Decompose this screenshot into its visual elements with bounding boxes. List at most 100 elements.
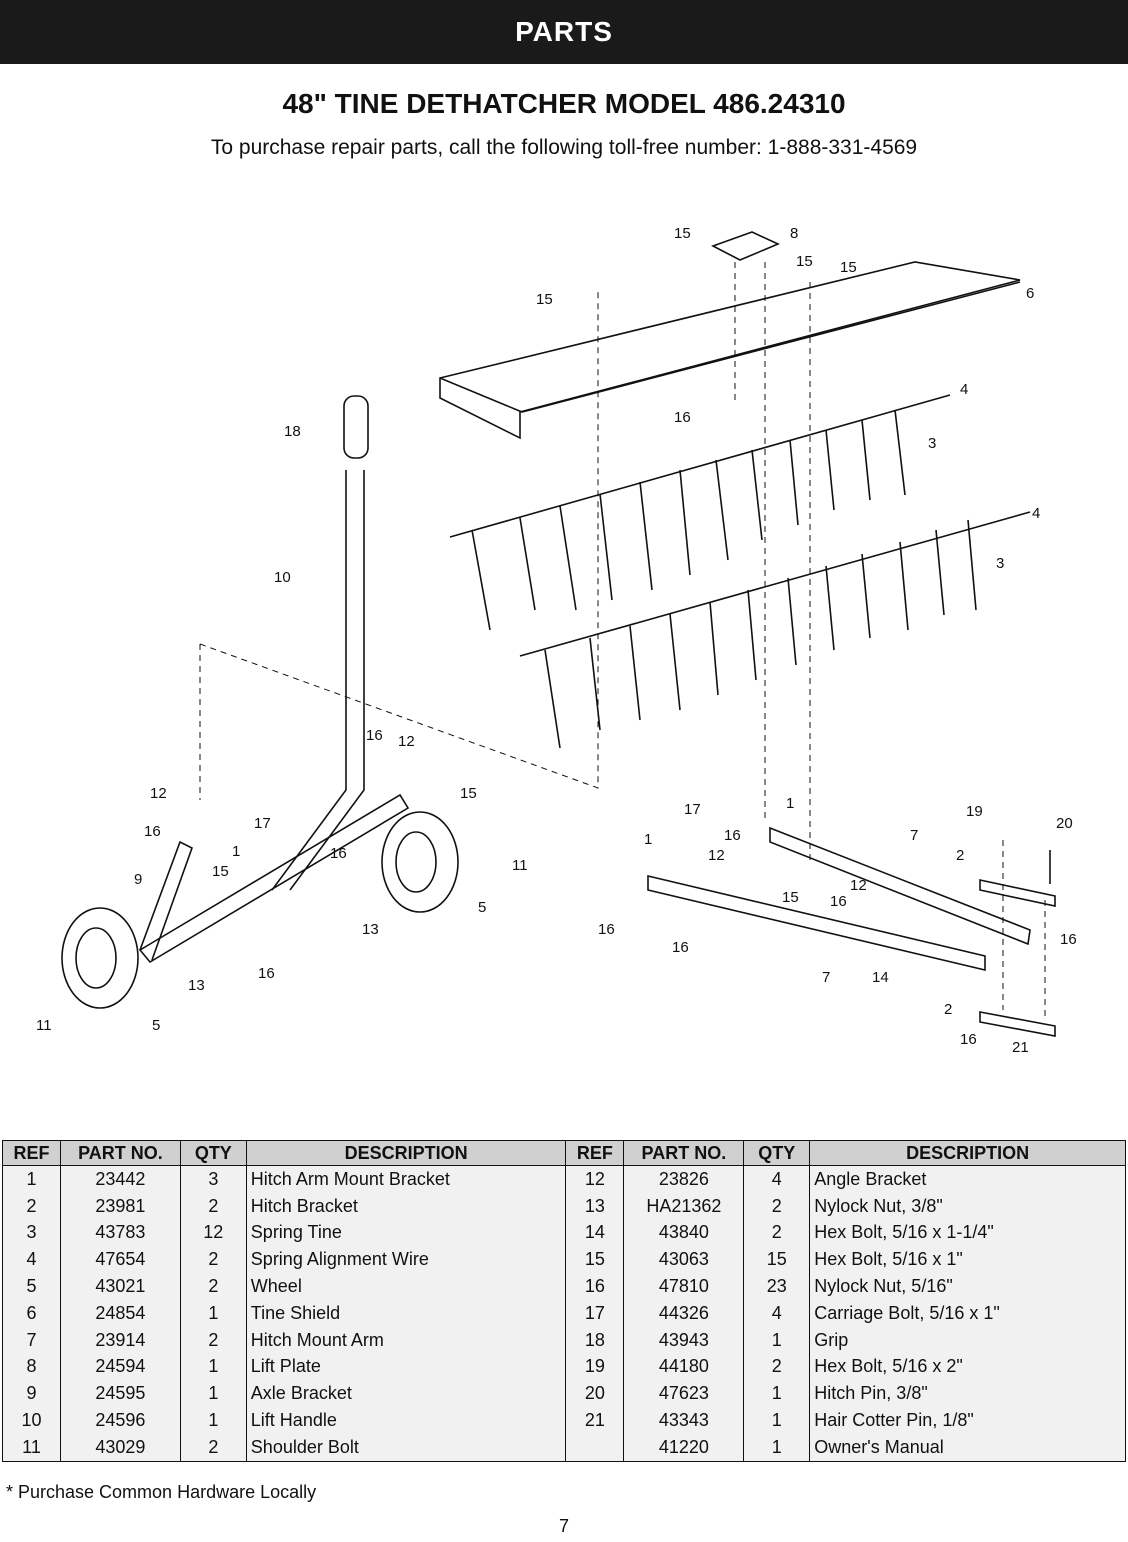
table-cell: 23 xyxy=(743,1273,811,1300)
table-cell: 2 xyxy=(2,1192,61,1220)
col-header-ref: REF xyxy=(565,1140,625,1166)
table-cell: 23914 xyxy=(59,1326,181,1354)
table-cell xyxy=(565,1433,625,1462)
table-cell: 2 xyxy=(743,1353,811,1381)
table-cell: 2 xyxy=(179,1326,247,1354)
callout: 15 xyxy=(460,785,477,802)
col-header-part-no: PART NO. xyxy=(59,1140,181,1166)
table-cell: 4 xyxy=(743,1299,811,1327)
table-cell: 2 xyxy=(179,1433,247,1462)
parts-list-table-container: REF PART NO. QTY DESCRIPTION REF PART NO… xyxy=(2,1140,1126,1462)
callout: 12 xyxy=(150,785,167,802)
table-cell: 1 xyxy=(179,1353,247,1381)
col-header-description: DESCRIPTION xyxy=(809,1140,1126,1166)
callout: 15 xyxy=(536,291,553,308)
parts-banner: PARTS xyxy=(0,0,1128,64)
table-cell: 2 xyxy=(179,1273,247,1300)
table-cell: 18 xyxy=(565,1326,625,1354)
table-cell: 15 xyxy=(565,1246,625,1274)
callout: 4 xyxy=(960,381,968,398)
table-cell: 21 xyxy=(565,1407,625,1434)
callout: 15 xyxy=(212,863,229,880)
callout: 16 xyxy=(1060,931,1077,948)
table-cell: 24854 xyxy=(59,1299,181,1327)
hitch-bracket-lower xyxy=(979,1011,1056,1037)
col-header-description: DESCRIPTION xyxy=(245,1140,567,1166)
table-cell: 19 xyxy=(565,1353,625,1381)
exploded-parts-diagram: 15 8 15 15 15 6 4 3 4 3 16 18 10 16 12 1… xyxy=(36,225,1077,1056)
hitch-mount-arm-lower xyxy=(647,874,986,972)
table-cell: 24595 xyxy=(59,1380,181,1408)
table-cell: Wheel xyxy=(245,1273,567,1300)
callout: 15 xyxy=(796,253,813,270)
callout: 1 xyxy=(644,831,652,848)
callout: 16 xyxy=(960,1031,977,1048)
table-cell: 44180 xyxy=(623,1353,745,1381)
table-cell: 23981 xyxy=(59,1192,181,1220)
table-cell: Angle Bracket xyxy=(809,1165,1126,1193)
table-cell: HA21362 xyxy=(623,1192,745,1220)
table-cell: 24594 xyxy=(59,1353,181,1381)
lift-handle xyxy=(271,470,365,891)
table-cell: 24596 xyxy=(59,1407,181,1434)
table-cell: Spring Tine xyxy=(245,1219,567,1247)
hitch-mount-arm-upper xyxy=(769,826,1031,946)
callout: 8 xyxy=(790,225,798,242)
col-header-qty: QTY xyxy=(743,1140,811,1166)
alignment-wire-upper xyxy=(449,394,951,538)
table-cell: 16 xyxy=(565,1273,625,1300)
table-cell: 4 xyxy=(743,1165,811,1193)
table-cell: 2 xyxy=(179,1192,247,1220)
table-cell: 2 xyxy=(743,1192,811,1220)
callout: 2 xyxy=(956,847,964,864)
table-cell: 1 xyxy=(743,1326,811,1354)
callout: 16 xyxy=(598,921,615,938)
table-cell: Owner's Manual xyxy=(809,1433,1126,1462)
callout: 16 xyxy=(144,823,161,840)
callout: 18 xyxy=(284,423,301,440)
table-header-row: REF PART NO. QTY DESCRIPTION REF PART NO… xyxy=(2,1140,1126,1166)
table-cell: 3 xyxy=(2,1219,61,1247)
callout: 7 xyxy=(910,827,918,844)
table-cell: 43783 xyxy=(59,1219,181,1247)
hitch-bracket-upper xyxy=(979,879,1056,907)
table-cell: 43063 xyxy=(623,1246,745,1274)
callout: 16 xyxy=(724,827,741,844)
axle-bracket xyxy=(138,793,410,964)
table-cell: 43021 xyxy=(59,1273,181,1300)
callout: 3 xyxy=(996,555,1004,572)
wheel-right xyxy=(381,811,459,913)
table-cell: Grip xyxy=(809,1326,1126,1354)
table-cell: 12 xyxy=(565,1165,625,1193)
callout: 13 xyxy=(362,921,379,938)
callout: 16 xyxy=(330,845,347,862)
callout: 16 xyxy=(366,727,383,744)
table-cell: Hair Cotter Pin, 1/8" xyxy=(809,1407,1126,1434)
alignment-wire-lower xyxy=(519,511,1031,657)
table-cell: Lift Handle xyxy=(245,1407,567,1434)
callout: 16 xyxy=(674,409,691,426)
table-cell: Hex Bolt, 5/16 x 1" xyxy=(809,1246,1126,1274)
callout: 9 xyxy=(134,871,142,888)
callout: 10 xyxy=(274,569,291,586)
callout: 21 xyxy=(1012,1039,1029,1056)
table-cell: 1 xyxy=(179,1299,247,1327)
table-cell: 2 xyxy=(179,1246,247,1274)
callout: 20 xyxy=(1056,815,1073,832)
callout-labels: 15 8 15 15 15 6 4 3 4 3 16 18 10 16 12 1… xyxy=(36,225,1077,1056)
callout: 3 xyxy=(928,435,936,452)
table-cell: Lift Plate xyxy=(245,1353,567,1381)
table-cell: Hitch Bracket xyxy=(245,1192,567,1220)
callout: 15 xyxy=(674,225,691,242)
col-header-part-no: PART NO. xyxy=(623,1140,745,1166)
spring-tines-upper xyxy=(471,409,906,631)
table-cell: Hex Bolt, 5/16 x 2" xyxy=(809,1353,1126,1381)
wheel-left-hub xyxy=(75,927,117,989)
callout: 11 xyxy=(512,857,528,874)
